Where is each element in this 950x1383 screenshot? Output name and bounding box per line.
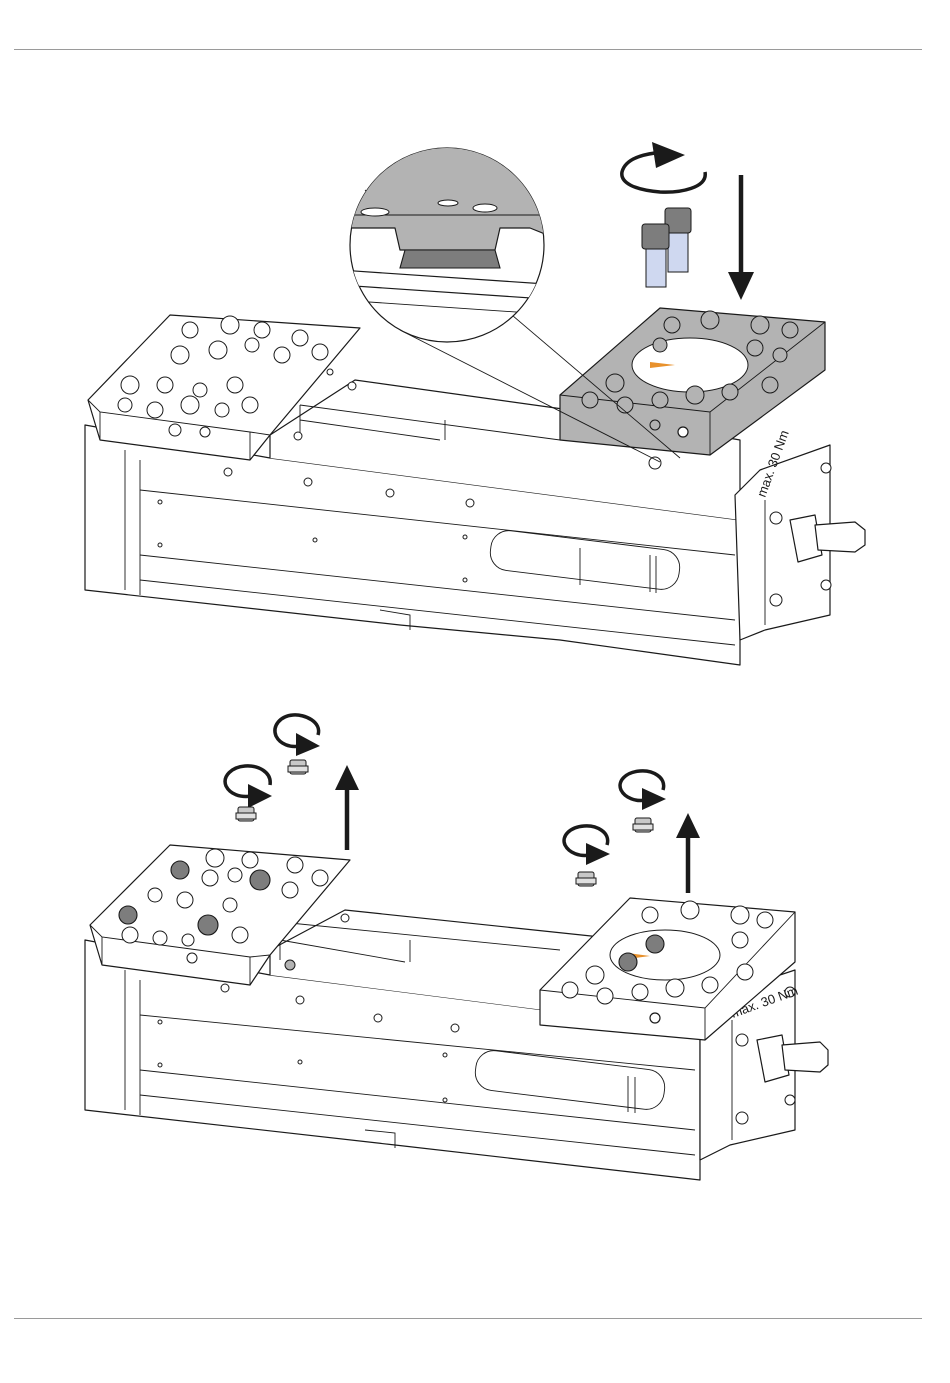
screw-icon xyxy=(642,208,691,287)
footer-rule xyxy=(14,1318,922,1319)
vise-figure-top: max. 30 Nm xyxy=(0,0,950,700)
vise-figure-bottom: max. 30 Nm xyxy=(0,700,950,1200)
arrow-down-icon xyxy=(728,175,754,300)
rotate-clockwise-icon xyxy=(225,715,666,865)
spindle-end-top: max. 30 Nm xyxy=(735,428,865,640)
rotate-clockwise-icon xyxy=(622,142,705,192)
